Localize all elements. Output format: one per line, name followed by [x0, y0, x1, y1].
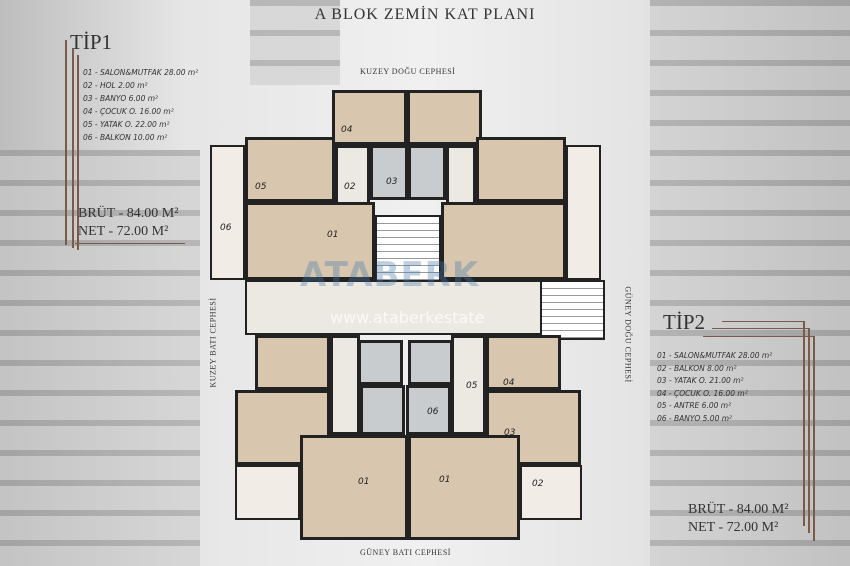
tip1-line [65, 40, 67, 245]
room-item: 03 - YATAK O. 21.00 m² [657, 376, 744, 385]
room-living-kitchen [408, 435, 520, 540]
facade-left-label: KUZEY BATI CEPHESİ [208, 297, 218, 388]
tip1-line [72, 48, 74, 248]
tip1-title: TİP1 [70, 30, 112, 54]
room-balcony [566, 145, 601, 280]
staircase [540, 280, 605, 340]
facade-bottom-label: GÜNEY BATI CEPHESİ [360, 548, 451, 557]
room-child [407, 90, 482, 145]
tip2-title: TİP2 [663, 310, 705, 334]
room-number: 03 [504, 428, 516, 438]
elevator [358, 340, 403, 385]
facade-right-label: GÜNEY DOĞU CEPHESİ [623, 286, 633, 383]
room-entrance [330, 335, 360, 435]
room-balcony [210, 145, 245, 280]
room-number: 06 [427, 407, 439, 417]
tip2-line [703, 336, 814, 337]
room-child [332, 90, 407, 145]
tip2-line [712, 328, 809, 329]
room-item: 05 - YATAK O. 22.00 m² [83, 120, 170, 129]
watermark-logo: ATABERK [300, 255, 480, 295]
room-item: 02 - HOL 2.00 m² [83, 81, 148, 90]
room-number: 01 [439, 475, 451, 485]
room-bedroom [476, 137, 566, 202]
elevator [408, 340, 453, 385]
room-bedroom [245, 137, 335, 202]
room-bath [408, 145, 446, 200]
background-building-right [650, 0, 850, 566]
room-number: 01 [327, 230, 339, 240]
tip2-line [813, 336, 815, 541]
staircase [375, 215, 441, 285]
floor-plan: 04 02 03 05 01 06 04 05 06 03 01 01 02 [210, 85, 610, 555]
tip1-totals: BRÜT - 84.00 M² NET - 72.00 M² [78, 205, 178, 241]
room-bath [370, 145, 408, 200]
room-balcony [235, 465, 300, 520]
room-child [255, 335, 330, 390]
tip1-line [77, 55, 79, 250]
room-entrance [451, 335, 486, 435]
room-number: 02 [532, 479, 544, 489]
room-hall [335, 145, 370, 205]
background-building-left [0, 150, 200, 566]
tip1-line [75, 243, 185, 244]
room-item: 06 - BALKON 10.00 m² [83, 133, 168, 142]
room-number: 04 [503, 378, 515, 388]
room-item: 06 - BANYO 5.00 m² [657, 413, 733, 423]
room-item: 03 - BANYO 6.00 m² [83, 94, 159, 103]
room-number: 03 [386, 177, 398, 187]
room-living-kitchen [300, 435, 408, 540]
room-child [486, 335, 561, 390]
corridor [245, 280, 575, 335]
room-number: 06 [220, 223, 232, 233]
tip1-room-list: 01 - SALON&MUTFAK 28.00 m² 02 - HOL 2.00… [83, 66, 198, 144]
tip2-line [808, 328, 810, 533]
tip1-brut: BRÜT - 84.00 M² [78, 206, 179, 221]
room-item: 04 - ÇOCUK O. 16.00 m² [83, 107, 174, 116]
tip2-net: NET - 72.00 M² [688, 520, 779, 535]
room-number: 02 [344, 182, 356, 192]
tip2-totals: BRÜT - 84.00 M² NET - 72.00 M² [688, 501, 788, 537]
room-item: 02 - BALKON 8.00 m² [657, 363, 737, 373]
tip2-room-list: 01 - SALON&MUTFAK 28.00 m² 02 - BALKON 8… [657, 350, 772, 425]
room-living-kitchen [441, 202, 566, 280]
background-building-top [250, 0, 340, 85]
tip1-net: NET - 72.00 M² [78, 224, 169, 239]
room-hall [446, 145, 476, 205]
room-item: 04 - ÇOCUK O. 16.00 m² [657, 388, 748, 398]
plan-title: A BLOK ZEMİN KAT PLANI [314, 6, 536, 23]
tip2-brut: BRÜT - 84.00 M² [688, 502, 789, 517]
room-bath [406, 385, 451, 435]
room-item: 05 - ANTRE 6.00 m² [657, 401, 732, 410]
room-bath [360, 385, 405, 435]
tip2-line [803, 321, 805, 526]
room-number: 05 [255, 182, 267, 192]
room-number: 05 [466, 381, 478, 391]
room-item: 01 - SALON&MUTFAK 28.00 m² [83, 68, 199, 77]
room-living-kitchen [245, 202, 375, 280]
room-balcony [520, 465, 582, 520]
room-number: 04 [341, 125, 353, 135]
room-item: 01 - SALON&MUTFAK 28.00 m² [657, 351, 773, 360]
tip2-line [722, 321, 804, 322]
watermark-url: www.ataberkestate [330, 308, 485, 327]
room-number: 01 [358, 477, 370, 487]
facade-top-label: KUZEY DOĞU CEPHESİ [360, 67, 456, 76]
